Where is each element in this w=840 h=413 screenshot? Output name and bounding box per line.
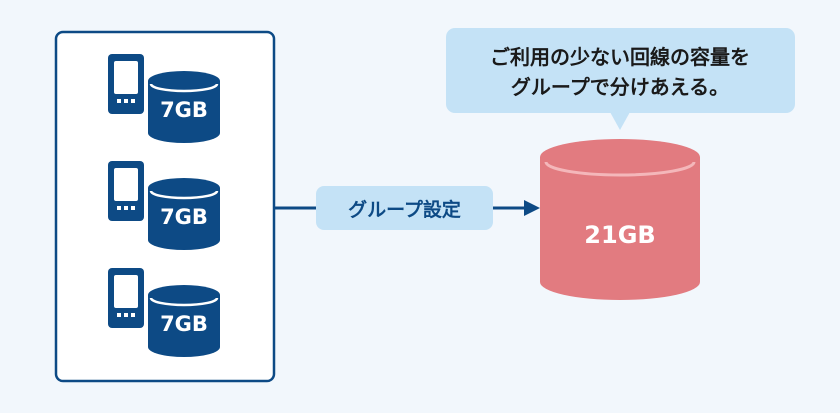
database-icon: 7GB: [148, 285, 220, 357]
smartphone-icon: [108, 54, 144, 114]
callout-line-1: ご利用の少ない回線の容量を: [490, 45, 750, 69]
group-connector: グループ設定: [274, 186, 540, 230]
database-rim: [544, 161, 696, 177]
speech-bubble-icon: ご利用の少ない回線の容量を グループで分けあえる。: [446, 28, 795, 130]
smartphone-icon: [108, 161, 144, 221]
device-row: 7GB: [108, 54, 220, 143]
total-capacity-label: 21GB: [584, 221, 655, 249]
database-icon: 7GB: [148, 71, 220, 143]
device-capacity-label: 7GB: [160, 312, 208, 336]
database-icon: 7GB: [148, 178, 220, 250]
device-row: 7GB: [108, 268, 220, 357]
database-body: [540, 157, 700, 300]
shared-database: 21GB: [540, 139, 700, 300]
device-capacity-label: 7GB: [160, 205, 208, 229]
group-setting-pill: [316, 186, 493, 230]
group-setting-label: グループ設定: [348, 198, 461, 221]
device-row: 7GB: [108, 161, 220, 250]
smartphone-icon: [108, 268, 144, 328]
arrow-right-icon: [524, 200, 540, 216]
callout-bubble: [446, 28, 795, 113]
device-capacity-label: 7GB: [160, 98, 208, 122]
callout-pointer: [610, 112, 630, 130]
database-top: [540, 139, 700, 175]
callout-line-2: グループで分けあえる。: [511, 75, 729, 99]
